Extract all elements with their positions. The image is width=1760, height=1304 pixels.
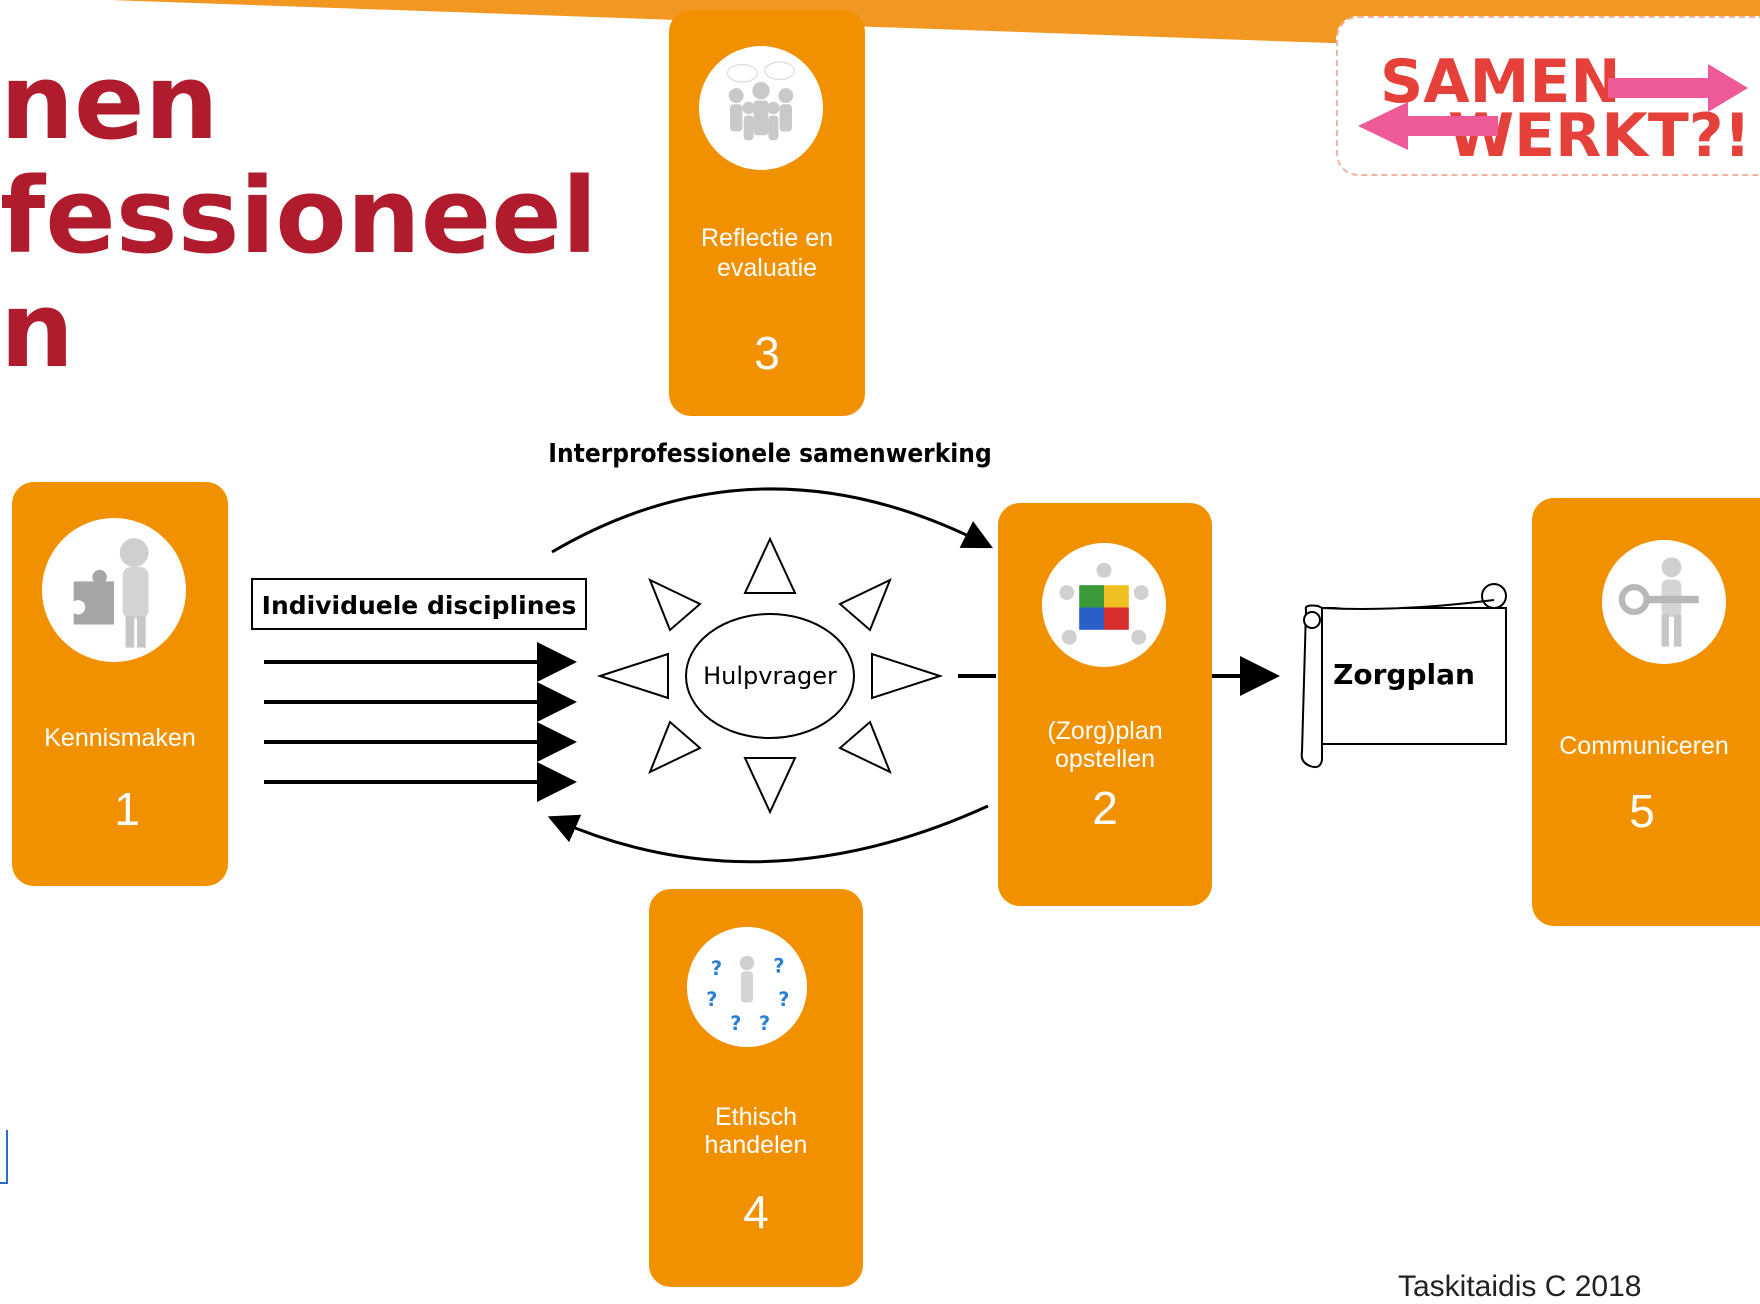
disciplines-label: Individuele disciplines (262, 591, 577, 620)
svg-text:?: ? (759, 1012, 770, 1035)
title-line-2: fessioneel (0, 155, 598, 277)
hulpvrager-label: Hulpvrager (703, 662, 837, 690)
discipline-arrows (264, 642, 577, 802)
svg-text:?: ? (778, 988, 789, 1011)
bottom-arc (547, 804, 989, 864)
logo-arrow-left (1358, 102, 1498, 150)
step-4-label-1: Ethisch (715, 1103, 797, 1131)
step-3-label-1: Reflectie en (700, 224, 834, 252)
step-4-number: 4 (743, 1186, 769, 1238)
page-title: nen fessioneel n (0, 45, 597, 387)
step-1-number: 1 (114, 783, 140, 835)
step-4-label-2: handelen (704, 1131, 808, 1159)
step-2-number: 2 (1092, 782, 1118, 834)
top-arc (551, 487, 994, 554)
step-3-number: 3 (754, 327, 780, 379)
group-people-icon (699, 46, 823, 170)
title-line-3: n (0, 269, 75, 391)
hyperlink-fragment[interactable] (0, 1130, 8, 1184)
svg-text:?: ? (706, 988, 717, 1011)
key-figure-icon (1602, 540, 1726, 664)
step-5-label: Communiceren (1559, 732, 1729, 760)
hulpvrager-ellipse (685, 613, 855, 739)
step-1-label: Kennismaken (44, 724, 196, 752)
step-card-5: Communiceren 5 (1532, 498, 1760, 926)
svg-text:?: ? (711, 957, 722, 980)
logo-text-2: WERKT?! (1448, 101, 1751, 171)
step-2-label-1: (Zorg)plan (1047, 717, 1163, 745)
svg-text:?: ? (730, 1012, 741, 1035)
puzzle-team-icon (1042, 543, 1166, 667)
puzzle-figure-icon (42, 518, 186, 662)
step-3-label-2: evaluatie (716, 254, 818, 282)
logo-graphic: SAMEN WERKT?! (1358, 47, 1751, 171)
logo-arrow-right (1608, 64, 1748, 112)
step-2-label-2: opstellen (1054, 745, 1156, 773)
samen-werkt-logo: SAMEN WERKT?! (1336, 16, 1760, 176)
step-card-2: (Zorg)plan opstellen 2 (998, 503, 1212, 906)
svg-text:?: ? (773, 955, 784, 978)
question-marks-icon: ?? ?? ?? (687, 927, 807, 1047)
step-card-3: Reflectie en evaluatie 3 (669, 10, 865, 416)
step-5-number: 5 (1629, 785, 1655, 837)
title-line-1: nen (0, 41, 219, 163)
zorgplan-label: Zorgplan (1333, 658, 1475, 691)
top-banner (110, 0, 1760, 60)
disciplines-box (251, 578, 587, 630)
step-card-1: Kennismaken 1 (12, 482, 228, 886)
source-citation: Taskitaidis C 2018 (1398, 1270, 1642, 1303)
sun-rays (596, 536, 944, 815)
top-label: Interprofessionele samenwerking (548, 439, 991, 469)
logo-text-1: SAMEN (1380, 47, 1621, 117)
step-card-4: ?? ?? ?? Ethisch handelen 4 (649, 889, 863, 1287)
zorgplan-scroll (1300, 583, 1507, 769)
